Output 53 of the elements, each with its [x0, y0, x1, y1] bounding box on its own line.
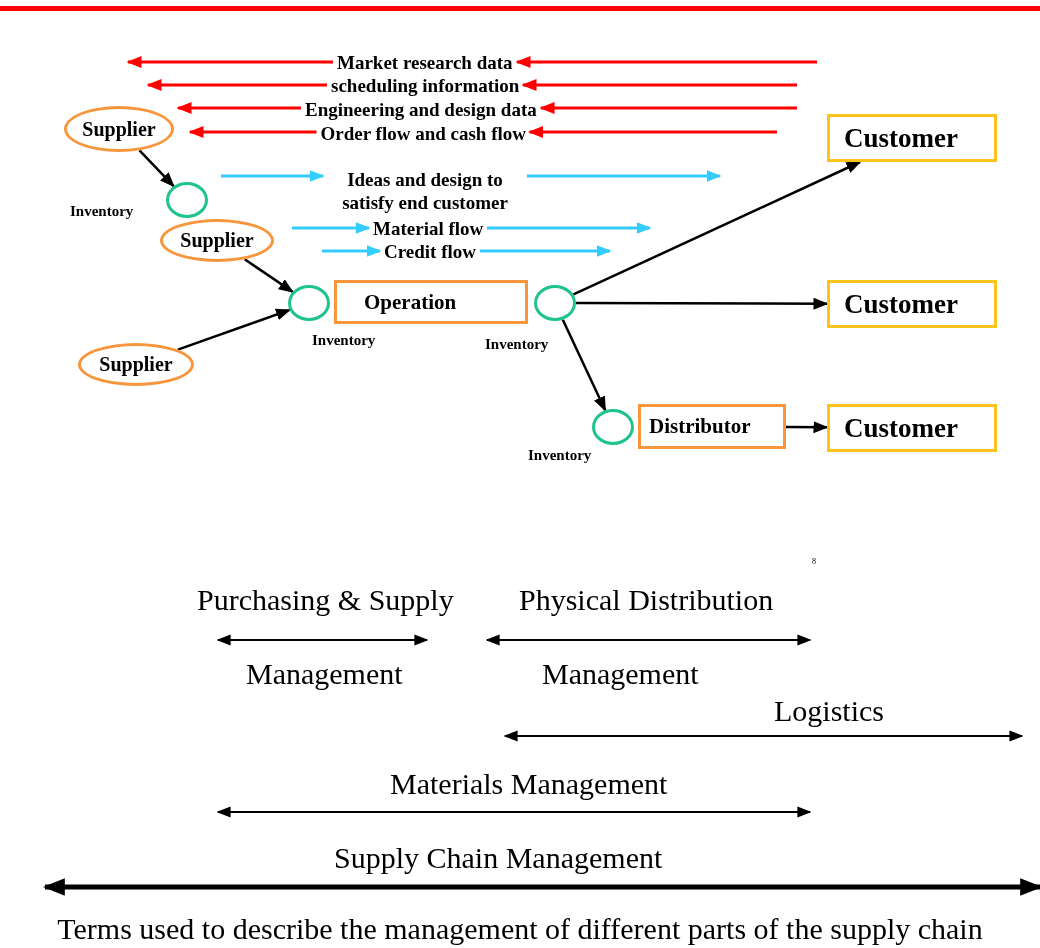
term-label: Physical Distribution [519, 583, 774, 617]
page-number: 8 [812, 557, 816, 566]
process-box: Distributor [638, 404, 786, 449]
caption: Terms used to describe the management of different parts of the supply chain [56, 912, 984, 946]
term-label: Purchasing & Supply [197, 583, 454, 617]
arrow [138, 149, 175, 188]
arrow [487, 222, 652, 234]
arrow [146, 79, 327, 91]
arrow [576, 297, 829, 310]
inventory-label: Inventory [70, 203, 134, 220]
term-label: Materials Management [390, 767, 668, 801]
term-label: Management [542, 657, 699, 691]
flow-label: scheduling information [327, 73, 524, 97]
arrow [322, 245, 382, 257]
arrow [221, 170, 325, 182]
inventory-circle [592, 409, 634, 445]
arrow [528, 126, 777, 138]
flow-label: Market research data [333, 50, 517, 74]
supplier-ellipse: Supplier [64, 106, 174, 152]
arrow [515, 56, 817, 68]
arrow [188, 126, 317, 138]
arrow [572, 160, 862, 296]
process-box: Operation [334, 280, 528, 324]
arrow [126, 56, 333, 68]
flow-label: Credit flow [380, 239, 480, 263]
flow-label: Material flow [369, 216, 488, 240]
inventory-label: Inventory [528, 447, 592, 464]
arrow [521, 79, 797, 91]
arrow [292, 222, 371, 234]
inventory-circle [288, 285, 330, 321]
arrow [243, 258, 294, 293]
arrow [176, 102, 301, 114]
arrow [177, 308, 291, 351]
flow-label: Ideas and design to satisfy end customer [323, 168, 527, 214]
arrow [539, 102, 797, 114]
arrow [480, 245, 612, 257]
term-label: Management [246, 657, 403, 691]
inventory-circle [166, 182, 208, 218]
supplier-ellipse: Supplier [160, 219, 274, 262]
arrow [786, 421, 829, 434]
term-label: Supply Chain Management [334, 841, 663, 875]
customer-box: Customer [827, 280, 997, 328]
customer-box: Customer [827, 114, 997, 162]
customer-box: Customer [827, 404, 997, 452]
flow-label: Engineering and design data [301, 97, 541, 121]
arrow [561, 319, 607, 412]
arrow [527, 170, 722, 182]
supplier-ellipse: Supplier [78, 343, 194, 386]
inventory-label: Inventory [485, 336, 549, 353]
inventory-circle [534, 285, 576, 321]
flow-label: Order flow and cash flow [316, 121, 530, 145]
inventory-label: Inventory [312, 332, 376, 349]
term-label: Logistics [774, 694, 884, 728]
